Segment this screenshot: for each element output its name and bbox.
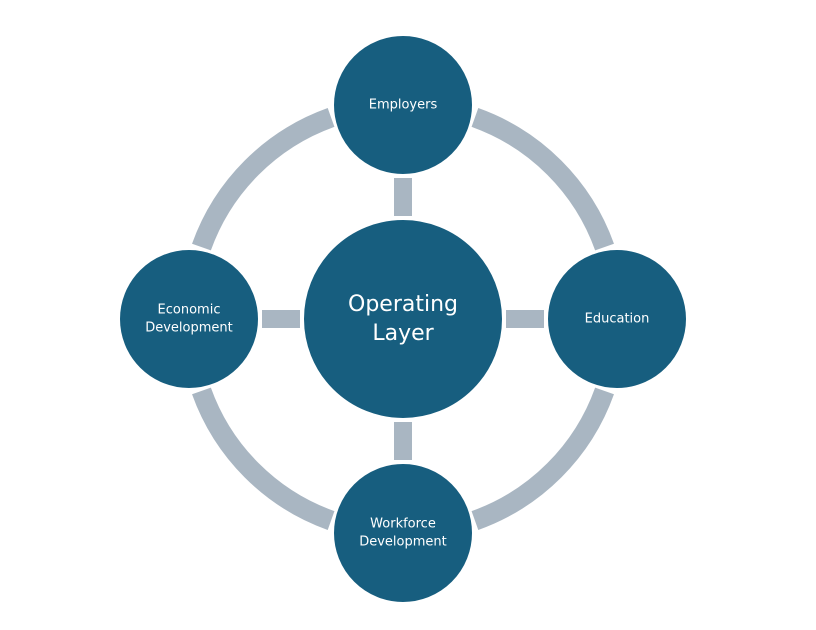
arc-employers-to-education	[471, 108, 614, 251]
node-employers[interactable]: Employers	[332, 34, 474, 176]
node-education-circle	[546, 248, 688, 390]
arc-education-to-workforce-development	[471, 387, 614, 530]
node-workforce-development-circle	[332, 462, 474, 604]
node-employers-label-line-1: Employers	[369, 98, 438, 113]
arc-economic-development-to-employers	[192, 108, 335, 251]
node-education-label-line-1: Education	[585, 312, 650, 327]
node-economic-development-label-line-2: Development	[145, 321, 233, 336]
node-operating-layer-circle	[302, 218, 504, 420]
node-operating-layer-label-line-1: Operating	[348, 292, 458, 317]
node-operating-layer-label-line-2: Layer	[372, 321, 434, 346]
ring-layer	[192, 108, 614, 530]
node-economic-development-label-line-1: Economic	[158, 303, 221, 318]
node-education[interactable]: Education	[546, 248, 688, 390]
spoke-layer	[262, 178, 544, 460]
arc-workforce-development-to-economic-development	[192, 387, 335, 530]
node-workforce-development-label-line-2: Development	[359, 535, 447, 550]
node-employers-circle	[332, 34, 474, 176]
node-economic-development-circle	[118, 248, 260, 390]
node-workforce-development-label-line-1: Workforce	[370, 517, 436, 532]
